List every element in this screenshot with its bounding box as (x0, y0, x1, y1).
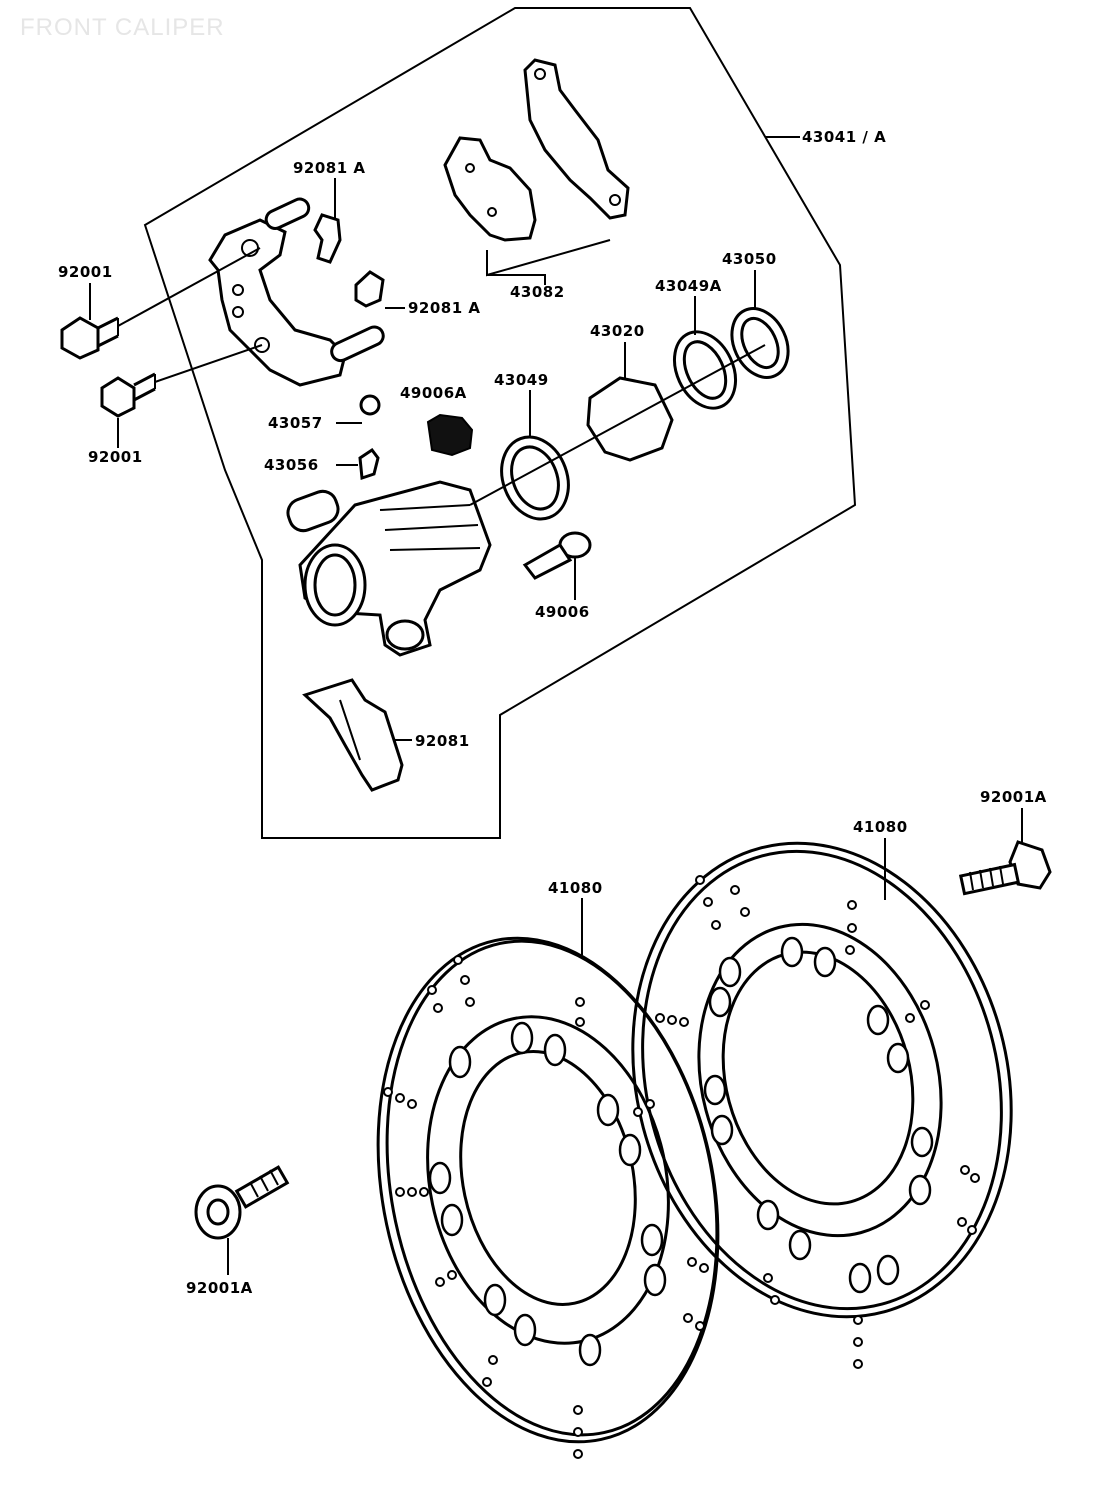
label-43049a: 43049A (655, 277, 722, 295)
label-43082: 43082 (510, 283, 565, 301)
bleeder-cap-43057 (359, 394, 381, 416)
disc-right-holes (655, 875, 980, 1369)
label-92001a-right: 92001A (980, 788, 1047, 806)
assembly-outline (143, 7, 857, 839)
label-92001-bottom: 92001 (88, 448, 143, 466)
label-92081a-mid: 92081 A (408, 299, 481, 317)
label-49006a: 49006A (400, 384, 467, 402)
bleeder-valve-43056 (358, 447, 380, 481)
bolt-92001a-right (958, 840, 1052, 896)
brake-pad-front (443, 136, 537, 242)
label-41080-right: 41080 (853, 818, 908, 836)
label-43050: 43050 (722, 250, 777, 268)
label-92001a-left: 92001A (186, 1279, 253, 1297)
bolt-92001-top (60, 316, 119, 360)
label-92081: 92081 (415, 732, 470, 750)
label-43041a: 43041 / A (802, 128, 886, 146)
label-43057: 43057 (268, 414, 323, 432)
seal-43049 (500, 435, 570, 521)
brake-pad-rear (523, 58, 630, 220)
bolt-92001a-left (194, 1165, 290, 1240)
pad-spring-92081 (302, 678, 404, 792)
brake-disc-right (631, 841, 1013, 1369)
label-43020: 43020 (590, 322, 645, 340)
seal-43050 (730, 307, 790, 379)
assembly-axis (469, 344, 766, 506)
diagram-title: FRONT CALIPER (20, 14, 225, 41)
label-43056: 43056 (264, 456, 319, 474)
label-41080-left: 41080 (548, 879, 603, 897)
leader-lines (89, 136, 1023, 1275)
caliper-body (286, 480, 492, 657)
brake-disc-left (376, 936, 720, 1459)
fitting-49006 (522, 531, 592, 580)
clip-92081a-top (313, 213, 342, 264)
label-92081a-top: 92081 A (293, 159, 366, 177)
clip-92081a-mid (354, 270, 385, 308)
bolt-92001-bottom (100, 372, 156, 418)
label-92001-top: 92001 (58, 263, 113, 281)
disc-left-holes (383, 955, 709, 1459)
plug-49006a (426, 413, 474, 457)
label-49006: 49006 (535, 603, 590, 621)
label-43049: 43049 (494, 371, 549, 389)
seal-43049a (673, 330, 737, 410)
caliper-bracket (208, 197, 385, 387)
